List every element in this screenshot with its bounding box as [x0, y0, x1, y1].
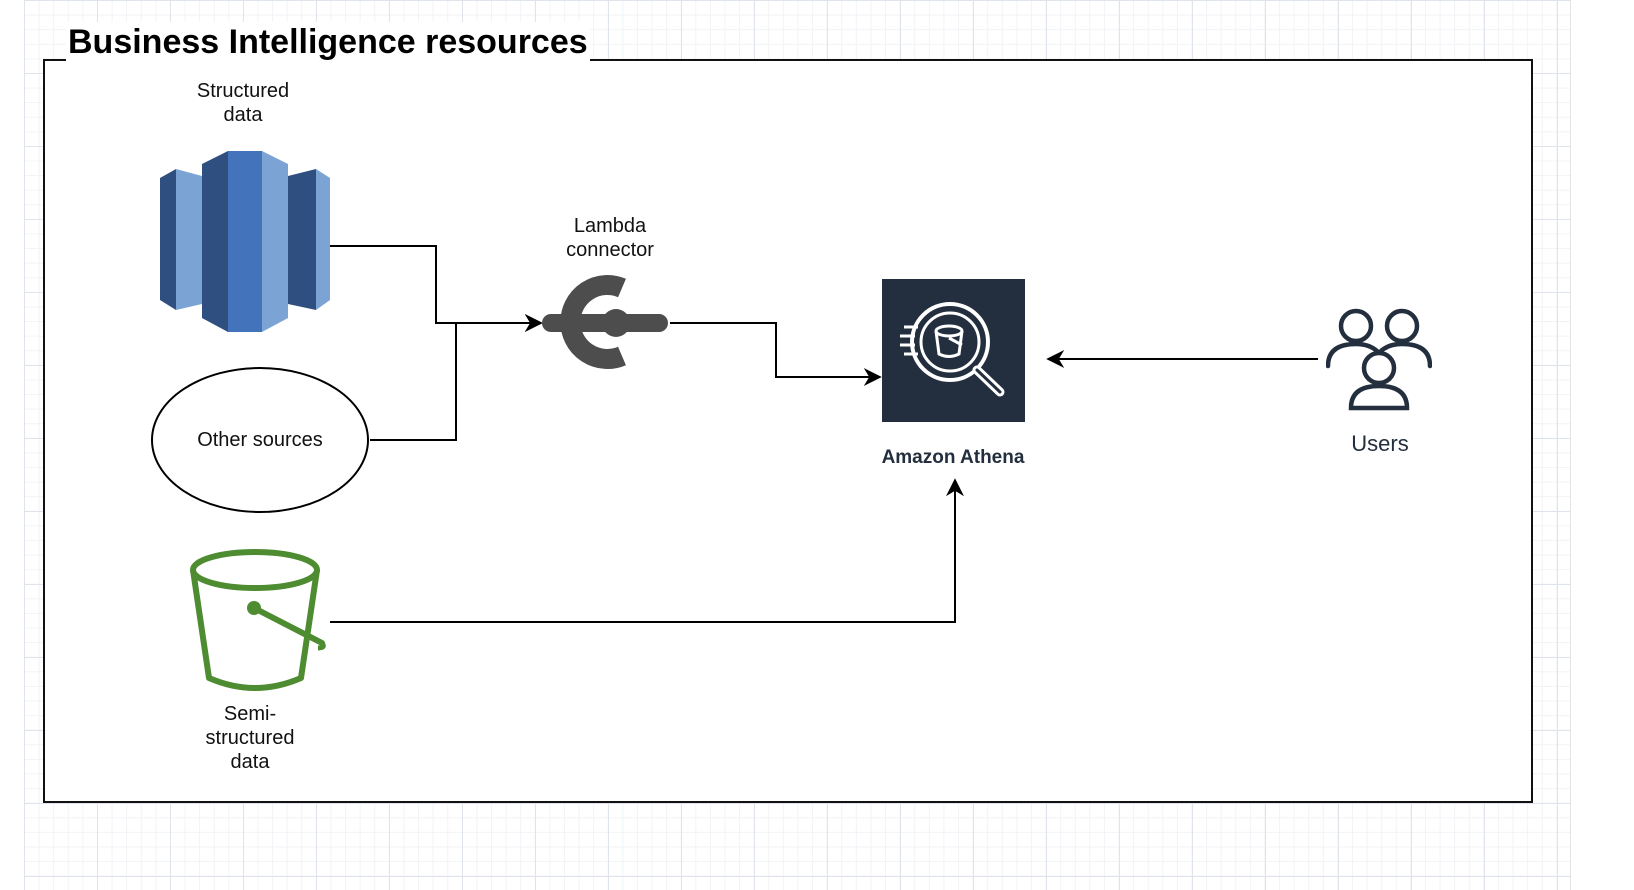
- amazon-redshift-icon[interactable]: [160, 148, 332, 334]
- semi-structured-data-label: Semi- structured data: [205, 703, 295, 773]
- structured-data-label: Structured data: [196, 80, 290, 126]
- lambda-connector-label: Lambda connector: [566, 215, 654, 261]
- lambda-connector-icon[interactable]: [540, 274, 670, 370]
- other-sources-label: Other sources: [197, 429, 323, 451]
- canvas-edge: [1570, 0, 1634, 890]
- amazon-athena-icon[interactable]: [882, 279, 1025, 422]
- other-sources-ellipse[interactable]: [150, 366, 372, 516]
- amazon-athena-label: Amazon Athena: [881, 447, 1025, 468]
- users-icon[interactable]: [1326, 306, 1432, 412]
- edge-structured-to-lambda[interactable]: [330, 245, 543, 332]
- edge-lambda-to-athena[interactable]: [670, 322, 882, 386]
- users-label: Users: [1351, 431, 1409, 456]
- edge-other-to-lambda[interactable]: [370, 314, 543, 441]
- edge-semi-to-athena[interactable]: [330, 478, 964, 623]
- group-title[interactable]: Business Intelligence resources: [66, 22, 590, 62]
- amazon-s3-bucket-icon[interactable]: [188, 548, 334, 694]
